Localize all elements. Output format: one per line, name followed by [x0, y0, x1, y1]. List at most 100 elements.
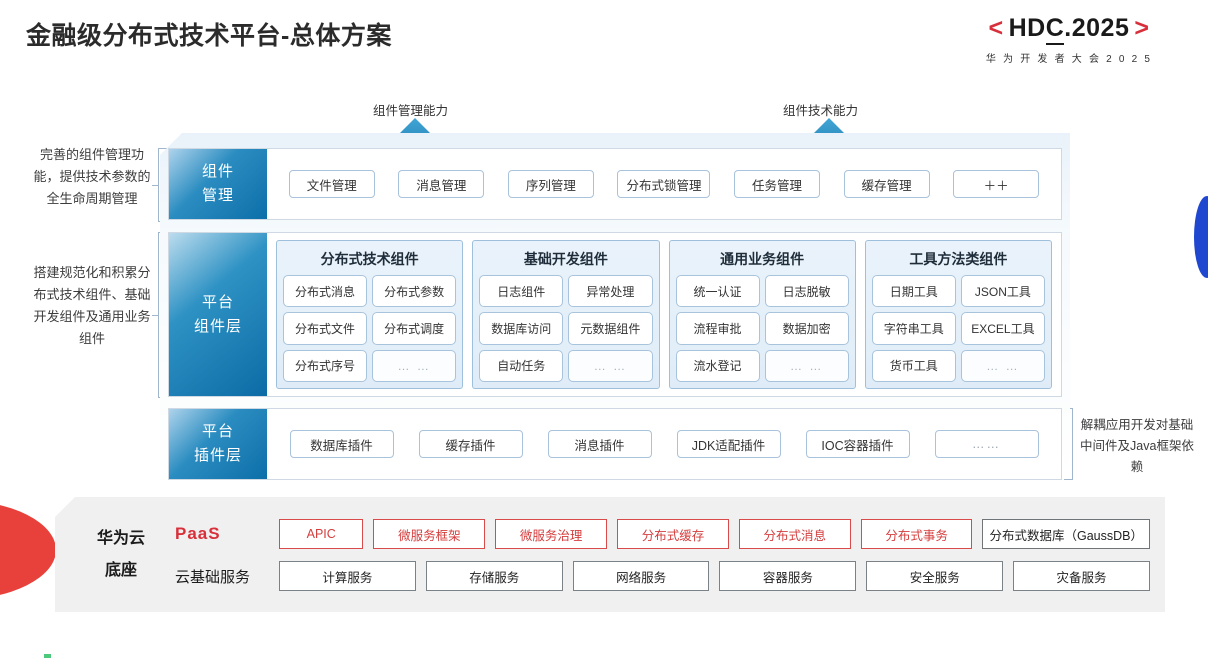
base-chip-apic[interactable]: APIC [279, 519, 364, 549]
chip-file-management[interactable]: 文件管理 [288, 170, 375, 198]
blue-lens-decoration [1194, 196, 1208, 278]
group-distributed-tech: 分布式技术组件 分布式消息 分布式参数 分布式文件 分布式调度 分布式序号 … … [276, 240, 464, 389]
cell-currency-tool[interactable]: 货币工具 [871, 349, 956, 382]
cell-distributed-schedule[interactable]: 分布式调度 [372, 312, 457, 345]
group-title: 工具方法类组件 [909, 251, 1008, 267]
row-label-line1: 组件 [201, 163, 234, 180]
base-chip-disaster-recovery-service[interactable]: 灾备服务 [1013, 561, 1150, 591]
cell-transaction-record[interactable]: 流水登记 [675, 349, 760, 382]
base-chip-distributed-database-gaussdb[interactable]: 分布式数据库（GaussDB） [982, 519, 1150, 549]
page-title: 金融级分布式技术平台-总体方案 [26, 22, 392, 50]
base-chip-distributed-message[interactable]: 分布式消息 [738, 519, 851, 549]
group-grid: 分布式消息 分布式参数 分布式文件 分布式调度 分布式序号 … … [283, 275, 457, 382]
base-label-paas: PaaS [175, 524, 221, 543]
cell-json-tool[interactable]: JSON工具 [960, 275, 1045, 308]
base-items-paas: APIC 微服务框架 微服务治理 分布式缓存 分布式消息 分布式事务 分布式数据… [279, 519, 1150, 549]
base-label-cloud-services: 云基础服务 [175, 568, 251, 586]
group-grid: 日志组件 异常处理 数据库访问 元数据组件 自动任务 … … [479, 275, 653, 382]
cell-log-desensitization[interactable]: 日志脱敏 [764, 275, 849, 308]
group-title: 通用业务组件 [720, 251, 805, 267]
huawei-cloud-base-panel [55, 497, 1165, 612]
group-title: 分布式技术组件 [320, 251, 419, 267]
row-platform-component-layer: 平台 组件层 分布式技术组件 分布式消息 分布式参数 分布式文件 分布式调度 分… [168, 232, 1062, 397]
cell-more[interactable]: … … [372, 349, 457, 382]
side-note-top: 完善的组件管理功能，提供技术参数的全生命周期管理 [33, 147, 151, 206]
logo-bracket-right-icon: > [1134, 14, 1150, 42]
arrow-label-management-capability: 组件管理能力 [373, 104, 449, 118]
cell-excel-tool[interactable]: EXCEL工具 [960, 312, 1045, 345]
cell-auto-task[interactable]: 自动任务 [479, 349, 564, 382]
base-items-cloud-services: 计算服务 存储服务 网络服务 容器服务 安全服务 灾备服务 [279, 561, 1150, 591]
chip-distributed-lock-management[interactable]: 分布式锁管理 [617, 170, 711, 198]
cell-date-tool[interactable]: 日期工具 [871, 275, 956, 308]
cell-distributed-parameter[interactable]: 分布式参数 [372, 275, 457, 308]
row-label-platform-component-layer: 平台 组件层 [169, 233, 267, 396]
row-component-management: 组件 管理 文件管理 消息管理 序列管理 分布式锁管理 任务管理 缓存管理 ＋＋ [168, 148, 1062, 220]
logo-text-hd: HD [1008, 14, 1046, 42]
row-platform-plugin-layer: 平台 插件层 数据库插件 缓存插件 消息插件 JDK适配插件 IOC容器插件 …… [168, 408, 1062, 480]
base-chip-distributed-transaction[interactable]: 分布式事务 [860, 519, 973, 549]
chip-ioc-container-plugin[interactable]: IOC容器插件 [805, 430, 910, 458]
base-chip-container-service[interactable]: 容器服务 [719, 561, 857, 591]
chip-more[interactable]: …… [934, 430, 1039, 458]
red-wedge-decoration [0, 500, 56, 600]
group-common-business: 通用业务组件 统一认证 日志脱敏 流程审批 数据加密 流水登记 … … [668, 240, 856, 389]
base-chip-compute-service[interactable]: 计算服务 [279, 561, 416, 591]
cell-distributed-file[interactable]: 分布式文件 [283, 312, 368, 345]
chip-cache-plugin[interactable]: 缓存插件 [418, 430, 523, 458]
cell-distributed-sequence[interactable]: 分布式序号 [283, 349, 368, 382]
base-chip-microservice-governance[interactable]: 微服务治理 [495, 519, 608, 549]
group-grid: 统一认证 日志脱敏 流程审批 数据加密 流水登记 … … [675, 275, 849, 382]
huawei-cloud-base-content: 华为云 底座 PaaS APIC 微服务框架 微服务治理 分布式缓存 分布式消息… [75, 505, 1150, 605]
base-chip-network-service[interactable]: 网络服务 [572, 561, 710, 591]
cell-distributed-message[interactable]: 分布式消息 [283, 275, 368, 308]
cell-exception-handling[interactable]: 异常处理 [568, 275, 653, 308]
cell-metadata-component[interactable]: 元数据组件 [568, 312, 653, 345]
chip-jdk-adapter-plugin[interactable]: JDK适配插件 [676, 430, 781, 458]
group-grid: 日期工具 JSON工具 字符串工具 EXCEL工具 货币工具 … … [871, 275, 1045, 382]
chip-sequence-management[interactable]: 序列管理 [507, 170, 594, 198]
cell-process-approval[interactable]: 流程审批 [675, 312, 760, 345]
row-label-platform-plugin-layer: 平台 插件层 [169, 409, 267, 479]
row-label-component-management: 组件 管理 [169, 149, 267, 219]
base-title: 华为云 底座 [75, 523, 167, 587]
group-tool-methods: 工具方法类组件 日期工具 JSON工具 字符串工具 EXCEL工具 货币工具 …… [864, 240, 1052, 389]
row-body-plugin-layer: 数据库插件 缓存插件 消息插件 JDK适配插件 IOC容器插件 …… [267, 409, 1061, 479]
group-title: 基础开发组件 [523, 251, 608, 267]
base-chip-security-service[interactable]: 安全服务 [866, 561, 1004, 591]
base-rows: PaaS APIC 微服务框架 微服务治理 分布式缓存 分布式消息 分布式事务 … [167, 517, 1150, 593]
logo-bracket-left-icon: < [988, 14, 1004, 42]
hdc-logo-subtitle: 华 为 开 发 者 大 会 2 0 2 5 [985, 54, 1153, 65]
cell-database-access[interactable]: 数据库访问 [479, 312, 564, 345]
logo-text-year: .2025 [1064, 14, 1130, 42]
chip-database-plugin[interactable]: 数据库插件 [289, 430, 394, 458]
base-row-paas: PaaS APIC 微服务框架 微服务治理 分布式缓存 分布式消息 分布式事务 … [167, 517, 1150, 551]
cell-data-encryption[interactable]: 数据加密 [764, 312, 849, 345]
cell-unified-auth[interactable]: 统一认证 [675, 275, 760, 308]
chip-task-management[interactable]: 任务管理 [734, 170, 821, 198]
row-label-line1: 平台 [201, 423, 234, 440]
cell-more[interactable]: … … [960, 349, 1045, 382]
cell-log-component[interactable]: 日志组件 [479, 275, 564, 308]
hdc-logo: <HDC.2025> 华 为 开 发 者 大 会 2 0 2 5 [944, 14, 1194, 65]
cell-more[interactable]: … … [568, 349, 653, 382]
side-note-right: 解耦应用开发对基础中间件及Java框架依赖 [1080, 418, 1194, 474]
chip-message-plugin[interactable]: 消息插件 [547, 430, 652, 458]
base-chip-distributed-cache[interactable]: 分布式缓存 [617, 519, 729, 549]
row-label-line2: 管理 [201, 187, 234, 204]
row-body-component-management: 文件管理 消息管理 序列管理 分布式锁管理 任务管理 缓存管理 ＋＋ [267, 149, 1061, 219]
row-label-line1: 平台 [201, 293, 234, 311]
cell-more[interactable]: … … [764, 349, 849, 382]
base-chip-microservice-framework[interactable]: 微服务框架 [373, 519, 486, 549]
base-chip-storage-service[interactable]: 存储服务 [425, 561, 563, 591]
logo-text-c: C [1045, 14, 1065, 45]
side-note-middle: 搭建规范化和积累分布式技术组件、基础开发组件及通用业务组件 [33, 265, 151, 346]
arrow-label-technical-capability: 组件技术能力 [783, 104, 859, 118]
hdc-logo-main: <HDC.2025> [944, 14, 1194, 45]
chip-cache-management[interactable]: 缓存管理 [843, 170, 930, 198]
chip-more-plus[interactable]: ＋＋ [953, 170, 1040, 198]
chip-message-management[interactable]: 消息管理 [398, 170, 485, 198]
cell-string-tool[interactable]: 字符串工具 [871, 312, 956, 345]
component-groups: 分布式技术组件 分布式消息 分布式参数 分布式文件 分布式调度 分布式序号 … … [267, 233, 1061, 396]
row-label-line2: 组件层 [193, 317, 242, 335]
